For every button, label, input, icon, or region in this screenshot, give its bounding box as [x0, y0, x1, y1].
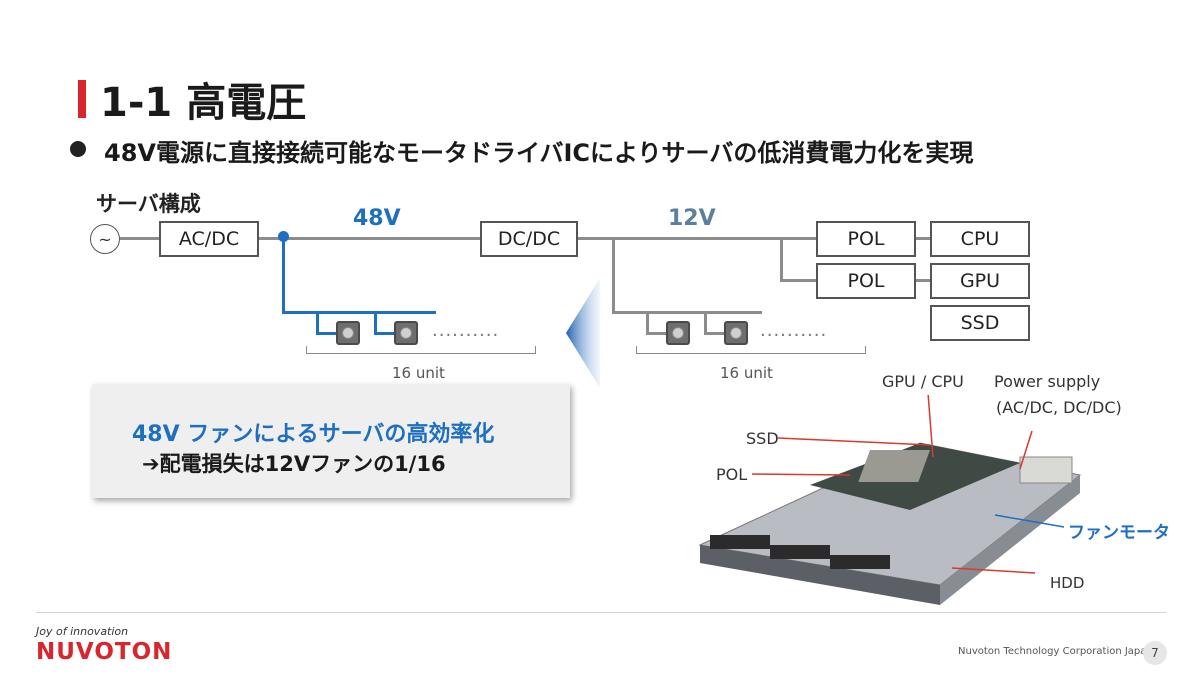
unit-count-48v: 16 unit [392, 364, 445, 382]
subtitle: 48V電源に直接接続可能なモータドライバICによりサーバの低消費電力化を実現 [104, 139, 974, 167]
fan-icon [336, 321, 360, 345]
server-photo-image [698, 395, 1082, 605]
label-gpu-cpu: GPU / CPU [882, 372, 964, 391]
brace-48v-fans [306, 346, 536, 354]
acdc-block: AC/DC [159, 221, 259, 257]
wire-pol-gpu [916, 279, 930, 282]
footer-divider [36, 612, 1166, 613]
gpu-block: GPU [930, 263, 1030, 299]
wire-12v-fan2 [704, 311, 707, 335]
callout-box: 48V ファンによるサーバの高効率化 ➔配電損失は12Vファンの1/16 [92, 384, 570, 498]
wire-12v-fan2-h [704, 332, 724, 335]
title-accent-bar [78, 80, 86, 118]
wire-48v-fan1-h [316, 332, 336, 335]
wire-pol-cpu [916, 237, 930, 240]
dcdc-block: DC/DC [480, 221, 578, 257]
label-pol: POL [716, 465, 748, 484]
footer-tagline: Joy of innovation [36, 625, 129, 638]
wire-48v-fan-bus [282, 311, 436, 314]
wire-48v-bus [259, 237, 481, 240]
label-power-supply: Power supply [994, 372, 1101, 391]
unit-count-12v: 16 unit [720, 364, 773, 382]
wire-48v-fan2 [374, 311, 377, 335]
cpu-block: CPU [930, 221, 1030, 257]
page-number: 7 [1143, 641, 1167, 665]
junction-dot [278, 231, 289, 242]
label-hdd: HDD [1050, 574, 1085, 592]
page-title: 1-1 高電圧 [100, 80, 307, 126]
ssd-block: SSD [930, 305, 1030, 341]
voltage-12v-label: 12V [668, 206, 716, 231]
wire-48v-fan-drop [282, 237, 285, 314]
pol-block-cpu: POL [816, 221, 916, 257]
fan-ellipsis: .......... [760, 320, 828, 341]
fan-icon [724, 321, 748, 345]
wire-48v-fan2-h [374, 332, 394, 335]
comparison-arrow-icon [566, 278, 600, 388]
wire-pol-branch [780, 237, 783, 281]
wire-12v-fan-bus [612, 311, 762, 314]
callout-detail: ➔配電損失は12Vファンの1/16 [142, 452, 446, 476]
ac-source-icon: ~ [90, 224, 120, 254]
fan-icon [394, 321, 418, 345]
diagram-section-label: サーバ構成 [96, 192, 201, 216]
label-power-supply-sub: (AC/DC, DC/DC) [996, 398, 1122, 417]
wire-12v-fan-drop [612, 237, 615, 314]
label-ssd: SSD [746, 429, 779, 448]
footer-company: Nuvoton Technology Corporation Japan [958, 646, 1153, 657]
fan-ellipsis: .......... [432, 320, 500, 341]
wire-pol-gpu-in [780, 279, 816, 282]
wire-ac-to-acdc [120, 237, 160, 240]
bullet-icon [70, 141, 86, 157]
brace-12v-fans [636, 346, 866, 354]
wire-12v-fan1 [646, 311, 649, 335]
voltage-48v-label: 48V [353, 206, 401, 231]
wire-12v-bus [578, 237, 816, 240]
callout-headline: 48V ファンによるサーバの高効率化 [132, 422, 495, 447]
wire-12v-fan1-h [646, 332, 666, 335]
wire-48v-fan1 [316, 311, 319, 335]
label-fan-motor: ファンモータ [1068, 523, 1170, 543]
pol-block-gpu: POL [816, 263, 916, 299]
nuvoton-logo: nuvoTon [36, 639, 173, 665]
fan-icon [666, 321, 690, 345]
